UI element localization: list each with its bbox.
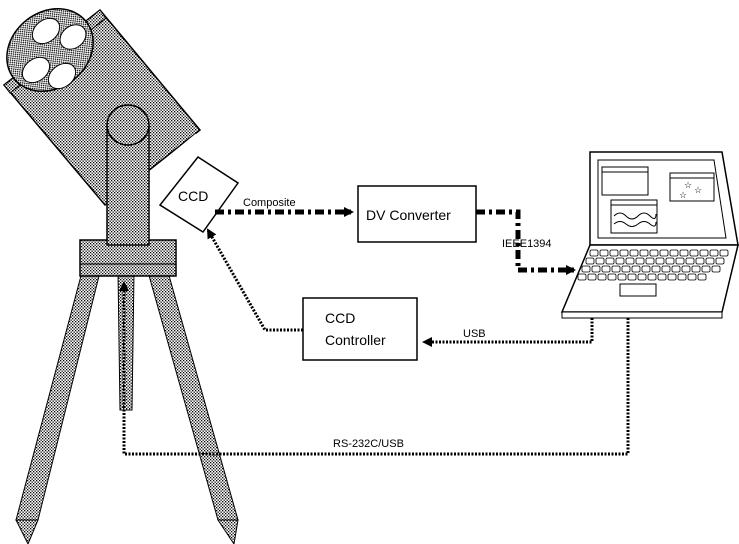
keyboard-key — [705, 257, 715, 265]
keyboard-key — [651, 265, 661, 273]
keyboard-key — [645, 257, 655, 265]
ccd-controller-label-line2: Controller — [325, 332, 386, 348]
keyboard-key — [629, 249, 639, 257]
keyboard-key — [647, 273, 657, 281]
keyboard-key — [627, 273, 637, 281]
tripod-left-leg — [15, 271, 101, 521]
dv-converter-box — [357, 185, 477, 243]
keyboard-key — [625, 257, 635, 265]
telescope — [2, 8, 202, 246]
keyboard-key — [709, 249, 719, 257]
keyboard-key — [667, 273, 677, 281]
usb-label: USB — [463, 328, 486, 340]
telescope-lens-cluster — [21, 17, 87, 90]
dv-converter-label: DV Converter — [366, 207, 451, 223]
keyboard-key — [699, 249, 709, 257]
tripod-head — [79, 239, 177, 277]
star-icon: ☆ — [684, 180, 692, 190]
keyboard-key — [715, 257, 725, 265]
keyboard-key — [577, 273, 587, 281]
rs232c-usb-label: RS-232C/USB — [333, 438, 404, 450]
keyboard-key — [611, 265, 621, 273]
ccd-camera: CCD — [158, 155, 240, 234]
keyboard-key — [621, 265, 631, 273]
keyboard-key — [697, 273, 707, 281]
keyboard-key — [701, 265, 711, 273]
keyboard-key — [691, 265, 701, 273]
composite-label: Composite — [243, 197, 296, 209]
keyboard-key — [587, 273, 597, 281]
connections — [119, 207, 630, 456]
keyboard-key — [609, 249, 619, 257]
keyboard-key — [659, 249, 669, 257]
keyboard-key — [635, 257, 645, 265]
ccd-controller-label-line1: CCD — [325, 310, 355, 326]
keyboard-key — [687, 273, 697, 281]
laptop-base-edge — [561, 311, 723, 319]
keyboard-key — [671, 265, 681, 273]
laptop-window-1 — [601, 166, 649, 196]
dv-converter: DV Converter — [357, 185, 477, 243]
keyboard-key — [669, 249, 679, 257]
keyboard-key — [589, 249, 599, 257]
telescope-fork-cap — [106, 104, 150, 146]
rs232c-usb-connection — [119, 281, 630, 456]
tripod — [15, 239, 239, 544]
controller-to-ccd-connection — [206, 228, 303, 332]
keyboard-key — [657, 273, 667, 281]
keyboard-key — [639, 249, 649, 257]
keyboard-key — [597, 273, 607, 281]
keyboard-key — [631, 265, 641, 273]
keyboard-key — [681, 265, 691, 273]
keyboard-key — [599, 249, 609, 257]
keyboard-key — [675, 257, 685, 265]
star-icon: ☆ — [679, 190, 687, 200]
keyboard-key — [649, 249, 659, 257]
keyboard-key — [617, 273, 627, 281]
keyboard-key — [695, 257, 705, 265]
ieee1394-label: IEEE1394 — [502, 238, 552, 250]
tripod-right-leg — [147, 271, 239, 521]
usb-connection — [422, 318, 594, 347]
keyboard-key — [585, 257, 595, 265]
waveform-icon — [613, 212, 657, 227]
keyboard-key — [685, 257, 695, 265]
keyboard-key — [655, 257, 665, 265]
keyboard-key — [601, 265, 611, 273]
tripod-right-leg-tip — [217, 519, 239, 544]
star-icon: ☆ — [694, 185, 702, 195]
keyboard-key — [719, 249, 729, 257]
keyboard-key — [595, 257, 605, 265]
keyboard-key — [689, 249, 699, 257]
keyboard-key — [637, 273, 647, 281]
laptop-keyboard — [577, 249, 729, 281]
keyboard-key — [641, 265, 651, 273]
ccd-controller-box — [302, 297, 418, 361]
keyboard-key — [711, 265, 721, 273]
ccd-controller: CCD Controller — [302, 297, 418, 361]
ccd-label: CCD — [178, 188, 208, 204]
keyboard-key — [607, 273, 617, 281]
tripod-left-leg-tip — [15, 519, 39, 544]
tripod-center-leg — [117, 271, 135, 411]
keyboard-key — [591, 265, 601, 273]
keyboard-key — [661, 265, 671, 273]
keyboard-key — [677, 273, 687, 281]
keyboard-key — [615, 257, 625, 265]
keyboard-key — [581, 265, 591, 273]
laptop: ☆ ☆ ☆ — [560, 151, 739, 319]
laptop-trackpad — [619, 283, 657, 297]
keyboard-key — [605, 257, 615, 265]
ieee1394-connection — [476, 209, 576, 275]
keyboard-key — [619, 249, 629, 257]
keyboard-key — [679, 249, 689, 257]
keyboard-key — [665, 257, 675, 265]
ccd-diamond — [158, 155, 240, 234]
